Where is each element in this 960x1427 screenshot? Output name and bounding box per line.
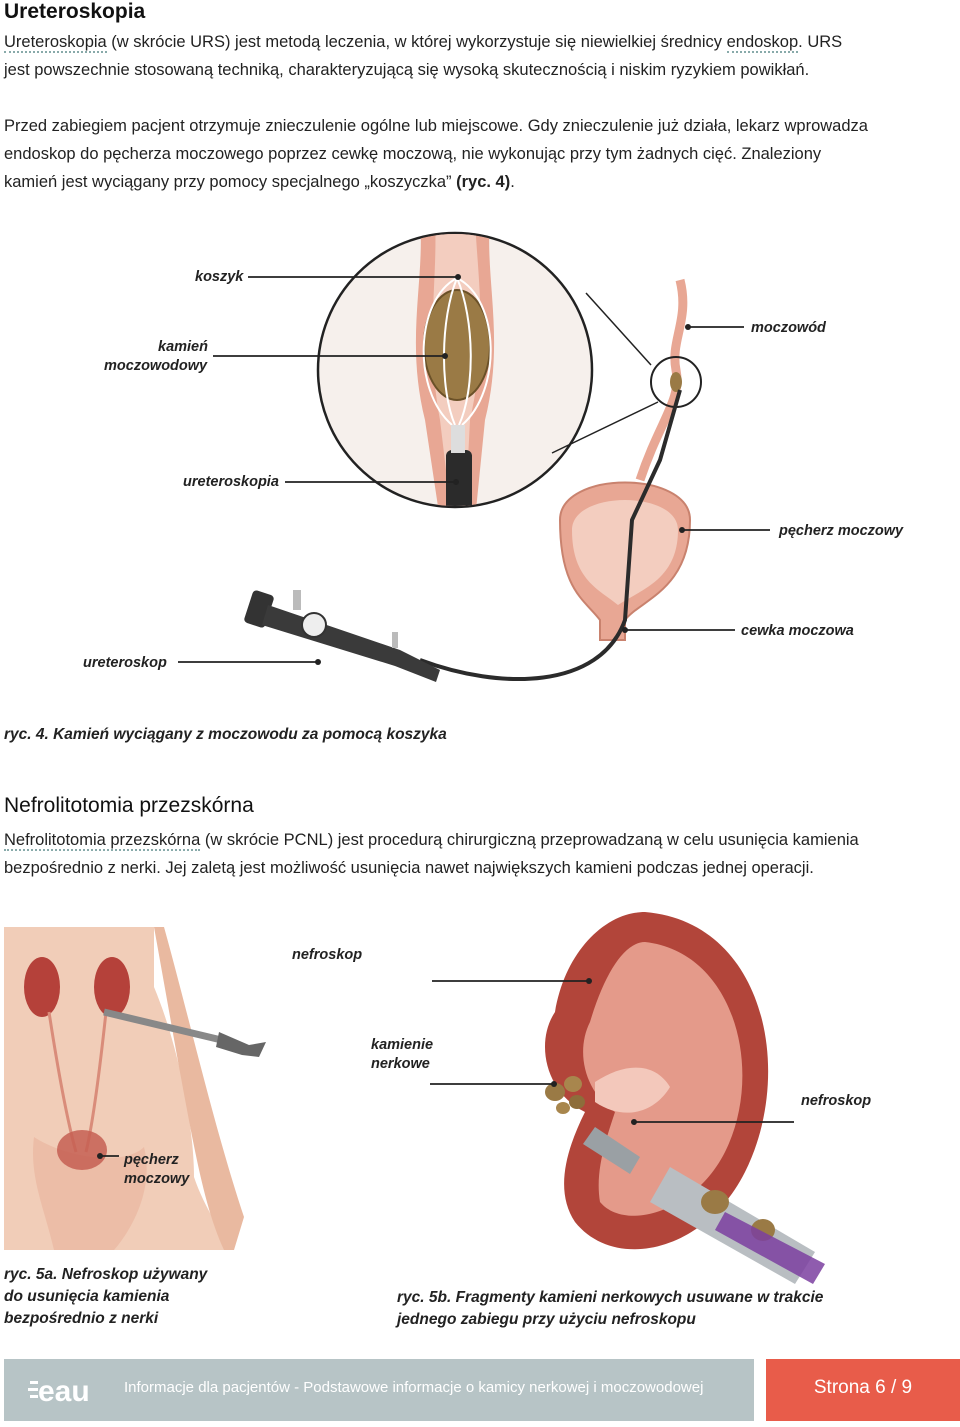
glossary-link-endoskop[interactable]: endoskop bbox=[726, 33, 799, 53]
label-kamien-line1: kamień bbox=[158, 339, 208, 355]
scope-cable bbox=[419, 389, 682, 682]
section2-line-1: Nefrolitotomia przezskórna (w skrócie PC… bbox=[4, 831, 859, 851]
label-koszyk: koszyk bbox=[195, 269, 244, 285]
section-title-ureteroskopia: Ureteroskopia bbox=[4, 0, 146, 23]
bladder bbox=[57, 1130, 107, 1170]
para2-line-3: kamień jest wyciągany przy pomocy specja… bbox=[4, 173, 515, 191]
kidney-right bbox=[94, 957, 130, 1017]
nephroscope-inside bbox=[583, 1127, 640, 1174]
svg-text:eau: eau bbox=[38, 1375, 90, 1408]
intro-line-2: jest powszechnie stosowaną techniką, cha… bbox=[4, 61, 810, 79]
label-pecherz-line1: pęcherz bbox=[124, 1152, 179, 1168]
label-nefroskop-a: nefroskop bbox=[292, 947, 363, 963]
figure4-illustration bbox=[178, 231, 770, 682]
label-moczowod: moczowód bbox=[751, 320, 826, 336]
figure5a-caption-line2: do usunięcia kamienia bbox=[4, 1288, 170, 1305]
para2-line-2: endoskop do pęcherza moczowego poprzez c… bbox=[4, 145, 822, 163]
arm bbox=[154, 927, 244, 1250]
flow-arrow bbox=[715, 1212, 825, 1284]
figure4-caption: ryc. 4. Kamień wyciągany z moczowodu za … bbox=[4, 726, 447, 743]
figure5a-caption-line1: ryc. 5a. Nefroskop używany bbox=[4, 1266, 208, 1283]
footer-bar: eau Informacje dla pacjentów - Podstawow… bbox=[4, 1359, 754, 1421]
section2-line-2: bezpośrednio z nerki. Jej zaletą jest mo… bbox=[4, 859, 814, 877]
figure5b-caption-line1: ryc. 5b. Fragmenty kamieni nerkowych usu… bbox=[397, 1289, 824, 1306]
glossary-link-ureteroskopia[interactable]: Ureteroskopia bbox=[4, 33, 107, 53]
glossary-link-nefrolitotomia[interactable]: Nefrolitotomia przezskórna bbox=[4, 831, 201, 851]
figure-reference: (ryc. 4) bbox=[451, 173, 511, 191]
label-nefroskop-b: nefroskop bbox=[801, 1093, 872, 1109]
kidney-left bbox=[24, 957, 60, 1017]
label-pecherz-line2: moczowy bbox=[124, 1171, 190, 1187]
kidney-stones bbox=[545, 1076, 585, 1114]
para2-line-1: Przed zabiegiem pacjent otrzymuje zniecz… bbox=[4, 117, 868, 135]
renal-pelvis bbox=[595, 1067, 670, 1113]
scope-tip bbox=[446, 450, 472, 506]
ureter-stone bbox=[423, 289, 491, 401]
intro-line-1: Ureteroskopia (w skrócie URS) jest metod… bbox=[4, 33, 843, 53]
label-cewka-moczowa: cewka moczowa bbox=[741, 623, 854, 639]
figure5a-caption-line3: bezpośrednio z nerki bbox=[4, 1310, 159, 1327]
figure5b-illustration bbox=[545, 912, 825, 1284]
label-kamien-line2: moczowodowy bbox=[104, 358, 208, 374]
figure5a-illustration bbox=[4, 927, 266, 1250]
label-pecherz-moczowy: pęcherz moczowy bbox=[779, 523, 904, 539]
label-kamienie-line2: nerkowe bbox=[371, 1056, 430, 1072]
label-kamienie-line1: kamienie bbox=[371, 1037, 434, 1053]
section-title-nefrolitotomia: Nefrolitotomia przezskórna bbox=[4, 794, 254, 817]
label-ureteroskopia: ureteroskopia bbox=[183, 474, 279, 490]
footer-text: Informacje dla pacjentów - Podstawowe in… bbox=[124, 1379, 704, 1396]
page-indicator: Strona 6 / 9 bbox=[766, 1359, 960, 1421]
basket-wires bbox=[422, 277, 492, 426]
eau-logo: eau bbox=[28, 1375, 90, 1408]
buttocks-shade bbox=[33, 1137, 147, 1250]
page-number: Strona 6 / 9 bbox=[813, 1377, 913, 1398]
ureter-right bbox=[635, 278, 688, 482]
label-ureteroskop: ureteroskop bbox=[83, 655, 167, 671]
figure5b-caption-line2: jednego zabiegu przy użyciu nefroskopu bbox=[397, 1311, 696, 1328]
nephroscope-shaft bbox=[103, 1008, 235, 1047]
figure5b-leaders bbox=[430, 978, 794, 1125]
ureteroscope-device bbox=[244, 590, 440, 682]
